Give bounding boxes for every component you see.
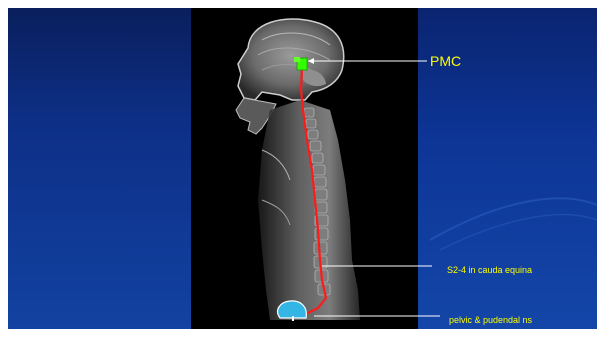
pmc-label: PMC [430,53,461,69]
cauda-equina-label: S2-4 in cauda equina [447,265,532,275]
bladder-shape [278,301,307,318]
decorative-swoosh [430,198,597,240]
decorative-swoosh [440,215,597,250]
pelvic-pudendal-label: pelvic & pudendal ns [449,315,532,325]
pmc-marker-accent [294,57,300,62]
